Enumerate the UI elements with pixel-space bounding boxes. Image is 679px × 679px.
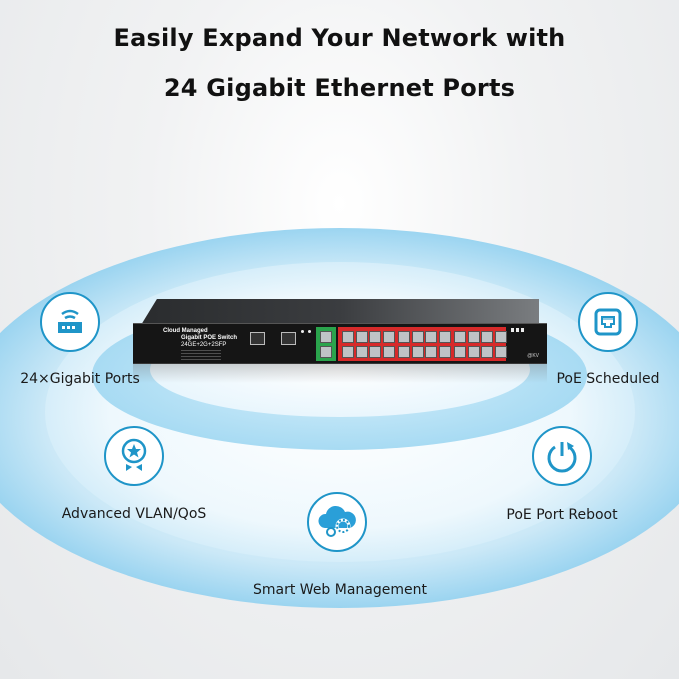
- poe-port: [481, 346, 493, 358]
- poe-port: [342, 331, 354, 343]
- poe-port: [398, 331, 410, 343]
- switch-label-line2: Gigabit POE Switch: [181, 335, 238, 341]
- feature-icon-circle: [307, 492, 367, 552]
- poe-port: [454, 331, 466, 343]
- poe-ports-block: [338, 327, 507, 361]
- poe-port: [369, 346, 381, 358]
- feature-icon-circle: [40, 292, 100, 352]
- poe-port: [425, 331, 437, 343]
- poe-port: [454, 346, 466, 358]
- feature-icon-circle: [578, 292, 638, 352]
- feature-label: Smart Web Management: [253, 582, 427, 598]
- feature-label: PoE Port Reboot: [506, 507, 618, 523]
- poe-port: [425, 346, 437, 358]
- uplink-port: [320, 346, 332, 358]
- switch-label-line1: Cloud Managed: [163, 328, 208, 334]
- uplink-ports: [316, 327, 336, 361]
- poe-port: [369, 331, 381, 343]
- poe-switch-image: Cloud Managed Gigabit POE Switch 24GE+2G…: [133, 299, 547, 383]
- poe-port: [342, 346, 354, 358]
- feature-label: Advanced VLAN/QoS: [61, 506, 207, 522]
- poe-port: [494, 346, 507, 358]
- poe-port: [411, 331, 424, 343]
- status-led: [308, 330, 311, 333]
- poe-port: [467, 346, 480, 358]
- headline-line2: 24 Gigabit Ethernet Ports: [163, 74, 516, 102]
- poe-port: [481, 331, 493, 343]
- feature-label: PoE Scheduled: [556, 371, 660, 387]
- poe-port: [382, 331, 395, 343]
- status-leds-right: [511, 328, 525, 332]
- router-wifi-icon: [58, 309, 82, 333]
- switch-spec-text: [181, 350, 221, 360]
- switch-reflection: [133, 363, 547, 383]
- brand-logo: @KV: [527, 353, 539, 359]
- sfp-port-2: [281, 332, 296, 345]
- feature-icon-circle: [532, 426, 592, 486]
- feature-icon-circle: [104, 426, 164, 486]
- feature-label: 24×Gigabit Ports: [20, 371, 140, 387]
- poe-port: [355, 331, 368, 343]
- switch-front-panel: Cloud Managed Gigabit POE Switch 24GE+2G…: [133, 323, 547, 364]
- poe-port: [467, 331, 480, 343]
- power-restart-icon: [547, 442, 577, 473]
- poe-port: [398, 346, 410, 358]
- sfp-port-1: [250, 332, 265, 345]
- poe-port: [438, 346, 451, 358]
- ethernet-port-icon: [594, 308, 622, 336]
- poe-port: [438, 331, 451, 343]
- switch-label-line3: 24GE+2G+2SFP: [181, 342, 227, 348]
- cloud-gears-icon: [318, 505, 356, 537]
- poe-port: [494, 331, 507, 343]
- poe-port: [355, 346, 368, 358]
- poe-port: [411, 346, 424, 358]
- star-badge-icon: [121, 438, 147, 471]
- uplink-port: [320, 331, 332, 343]
- poe-port: [382, 346, 395, 358]
- switch-top-panel: [141, 299, 539, 325]
- headline-line1: Easily Expand Your Network with: [113, 24, 566, 52]
- status-led: [301, 330, 304, 333]
